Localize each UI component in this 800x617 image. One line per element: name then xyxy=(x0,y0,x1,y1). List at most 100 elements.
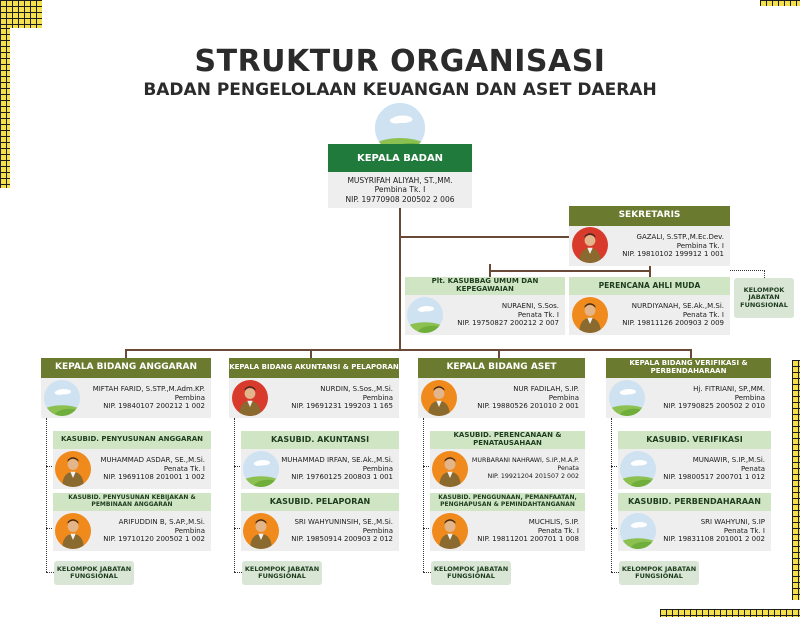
kasubid-name: SRI WAHYUNINSIH, SE.,M.Si. xyxy=(294,518,393,527)
avatar-bidang xyxy=(609,380,645,416)
perencana-rank: Penata Tk. I xyxy=(682,310,724,319)
photo-kasubid xyxy=(432,513,468,549)
bidang-title: KEPALA BIDANG ANGGARAN xyxy=(41,358,211,378)
sekretaris-nip: NIP. 19810102 199912 1 001 xyxy=(622,250,724,259)
photo-kasubid xyxy=(55,513,91,549)
bidang-dotted-spine xyxy=(46,418,47,572)
connector-bidang-2 xyxy=(310,349,312,358)
sekretaris-rank: Pembina Tk. I xyxy=(676,241,724,250)
connector-bidang-1 xyxy=(125,349,127,358)
avatar-kasubid xyxy=(243,451,279,487)
connector-staff-bar xyxy=(489,270,651,272)
perencana-name: NURDIYANAH, SE.Ak.,M.Si. xyxy=(631,302,724,311)
sub-dotted-link xyxy=(46,528,54,529)
bidang-title: KEPALA BIDANG ASET xyxy=(418,358,585,378)
page-subtitle: BADAN PENGELOLAAN KEUANGAN DAN ASET DAER… xyxy=(143,80,657,100)
avatar-bidang xyxy=(44,380,80,416)
kasubid-title: KASUBID. AKUNTANSI xyxy=(241,431,399,449)
kjf-top: KELOMPOK JABATAN FUNGSIONAL xyxy=(734,278,794,318)
kasubid-rank: Pembina xyxy=(362,464,393,473)
sekretaris-title: SEKRETARIS xyxy=(569,206,730,226)
kjf-dotted-link xyxy=(46,572,56,573)
photo-kasubid xyxy=(243,513,279,549)
kepala-badan-info: MUSYRIFAH ALIYAH, ST.,MM. Pembina Tk. I … xyxy=(328,172,472,208)
page-title: STRUKTUR ORGANISASI xyxy=(194,44,606,79)
kasubid-name: MUNAWIR, S.IP.,M.Si. xyxy=(692,456,765,465)
kjf-dotted-link xyxy=(611,572,621,573)
kasubid-title: KASUBID. PENYUSUNAN ANGGARAN xyxy=(53,431,211,449)
connector-bidang-3 xyxy=(498,349,500,358)
bidang-nip: NIP. 19691231 199203 1 165 xyxy=(291,402,393,411)
kepala-badan-title: KEPALA BADAN xyxy=(328,144,472,172)
photo-kasubid xyxy=(55,451,91,487)
bidang-rank: Pembina xyxy=(734,393,765,402)
perencana-title: PERENCANA AHLI MUDA xyxy=(569,277,730,295)
kasubid-title: KASUBID. PENYUSUNAN KEBIJAKAN & PEMBINAA… xyxy=(53,493,211,511)
kasubid-title: KASUBID. PERBENDAHARAAN xyxy=(618,493,771,511)
connector-staff-left xyxy=(489,270,491,278)
bidang-dotted-spine xyxy=(234,418,235,572)
kasubid-rank: Pembina xyxy=(174,526,205,535)
kasubid-title: KASUBID. VERIFIKASI xyxy=(618,431,771,449)
kepala-badan-name: MUSYRIFAH ALIYAH, ST.,MM. xyxy=(347,176,453,186)
sekretaris-name: GAZALI, S.STP.,M.Ec.Dev. xyxy=(636,233,724,242)
bidang-rank: Pembina xyxy=(174,393,205,402)
perencana-nip: NIP. 19811126 200903 2 009 xyxy=(622,319,724,328)
decor-grid-right xyxy=(792,360,800,600)
kasubid-nip: NIP. 19800517 200701 1 012 xyxy=(663,473,765,482)
kasubid-name: MUHAMMAD IRFAN, SE.Ak.,M.Si. xyxy=(281,456,393,465)
kasubid-title: KASUBID. PENGGUNAAN, PEMANFAATAN, PENGHA… xyxy=(430,493,585,511)
kjf-bidang: KELOMPOK JABATAN FUNGSIONAL xyxy=(431,561,511,585)
sub-dotted-link xyxy=(611,466,619,467)
connector-staff-right xyxy=(649,264,651,278)
kasubbag-nip: NIP. 19750827 200212 2 007 xyxy=(457,319,559,328)
kasubbag-title: Plt. KASUBBAG UMUM DAN KEPEGAWAIAN xyxy=(405,277,565,295)
kasubid-nip: NIP. 19831108 201001 2 002 xyxy=(663,535,765,544)
photo-perencana xyxy=(572,297,608,333)
kasubid-nip: NIP. 19710120 200502 1 002 xyxy=(103,535,205,544)
kepala-badan-nip: NIP. 19770908 200502 2 006 xyxy=(345,194,455,204)
kepala-badan-rank: Pembina Tk. I xyxy=(374,185,426,195)
connector-bidang-4 xyxy=(690,349,692,358)
avatar-kasubid xyxy=(620,513,656,549)
kasubid-rank: Penata Tk. I xyxy=(723,526,765,535)
bidang-name: NUR FADILAH, S.IP. xyxy=(513,385,579,394)
kasubbag-rank: Penata Tk. I xyxy=(517,310,559,319)
kjf-bidang: KELOMPOK JABATAN FUNGSIONAL xyxy=(242,561,322,585)
avatar-kasubid xyxy=(620,451,656,487)
connector-kjf-top-h xyxy=(730,270,765,271)
kasubid-name: MUHAMMAD ASDAR, SE.,M.Si. xyxy=(100,456,206,465)
kasubid-name: MUCHLIS, S.IP. xyxy=(528,518,579,527)
kasubid-rank: Penata Tk. I xyxy=(537,526,579,535)
bidang-nip: NIP. 19880526 201010 2 001 xyxy=(477,402,579,411)
kasubid-name: ARIFUDDIN B, S.AP.,M.Si. xyxy=(118,518,205,527)
kasubid-name: SRI WAHYUNI, S.IP xyxy=(700,518,765,527)
bidang-name: NURDIN, S.Sos.,M.Si. xyxy=(320,385,393,394)
photo-kasubid xyxy=(432,451,468,487)
kasubid-nip: NIP. 19691108 201001 1 002 xyxy=(103,473,205,482)
kasubid-rank: Penata xyxy=(740,464,765,473)
connector-bidang-bar xyxy=(125,349,691,351)
connector-kjf-top-v xyxy=(764,270,765,284)
avatar-kasubbag xyxy=(407,297,443,333)
sub-dotted-link xyxy=(423,528,431,529)
bidang-nip: NIP. 19790825 200502 2 010 xyxy=(663,402,765,411)
kasubid-nip: NIP. 19850914 200903 2 012 xyxy=(291,535,393,544)
decor-grid-top-left xyxy=(0,0,42,28)
kasubid-rank: Penata Tk. I xyxy=(163,464,205,473)
bidang-dotted-spine xyxy=(423,418,424,572)
kasubid-name: MURBARANI NAHRAWI, S.IP.,M.A.P. xyxy=(471,457,579,465)
sub-dotted-link xyxy=(423,466,431,467)
kasubid-title: KASUBID. PERENCANAAN & PENATAUSAHAAN xyxy=(430,431,585,449)
bidang-dotted-spine xyxy=(611,418,612,572)
bidang-title: KEPALA BIDANG VERIFIKASI & PERBENDAHARAA… xyxy=(606,358,771,378)
kasubid-nip: NIP. 19921204 201507 2 002 xyxy=(487,472,579,480)
photo-bidang xyxy=(232,380,268,416)
decor-grid-left xyxy=(0,28,10,188)
sub-dotted-link xyxy=(234,466,242,467)
kjf-dotted-link xyxy=(423,572,433,573)
sub-dotted-link xyxy=(46,466,54,467)
kasubid-nip: NIP. 19760125 200803 1 001 xyxy=(291,473,393,482)
decor-grid-bottom-right xyxy=(660,609,800,617)
